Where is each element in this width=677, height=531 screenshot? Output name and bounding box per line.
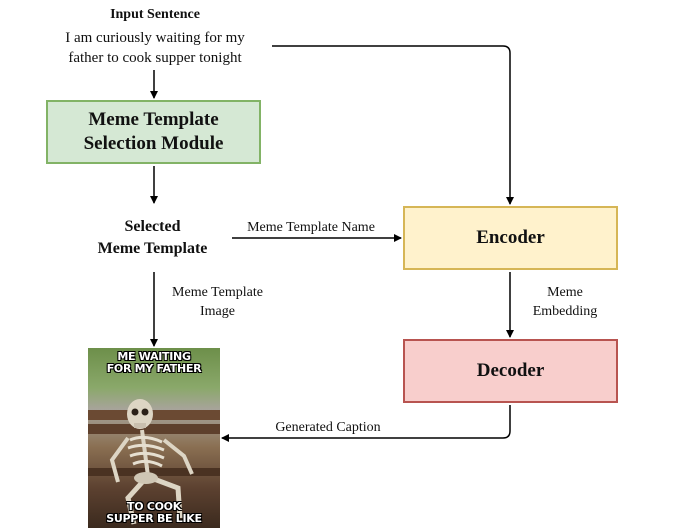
meme-caption-bottom: TO COOK SUPPER BE LIKE bbox=[88, 501, 220, 525]
decoder-box: Decoder bbox=[403, 339, 618, 403]
meme-image: ME WAITING FOR MY FATHER TO COOK SUPPER … bbox=[88, 348, 220, 528]
edge-label-meme-embedding: Meme Embedding bbox=[520, 283, 610, 321]
selected-meme-template: Selected Meme Template bbox=[75, 216, 230, 260]
edge-label-embedding-line-1: Meme bbox=[547, 285, 583, 300]
selection-module-label-line-2: Selection Module bbox=[83, 133, 224, 154]
input-sentence-line-2: father to cook supper tonight bbox=[68, 50, 242, 66]
meme-caption-bottom-line-2: SUPPER BE LIKE bbox=[106, 512, 202, 525]
meme-template-selection-module: Meme Template Selection Module bbox=[46, 100, 261, 164]
edge-label-generated-caption: Generated Caption bbox=[275, 420, 381, 435]
edge-label-template-image-line-2: Image bbox=[200, 304, 235, 319]
input-sentence-text: I am curiously waiting for my father to … bbox=[40, 28, 270, 68]
encoder-box: Encoder bbox=[403, 206, 618, 270]
selected-label-line-1: Selected bbox=[124, 218, 181, 235]
selection-module-label-line-1: Meme Template bbox=[88, 109, 219, 130]
decoder-label: Decoder bbox=[476, 360, 545, 381]
edge-label-template-image-line-1: Meme Template bbox=[172, 285, 263, 300]
encoder-label: Encoder bbox=[476, 227, 545, 248]
meme-caption-top: ME WAITING FOR MY FATHER bbox=[88, 351, 220, 375]
arrow-decoder-to-caption bbox=[221, 405, 511, 442]
meme-caption-top-line-1: ME WAITING bbox=[117, 350, 191, 363]
edge-label-embedding-line-2: Embedding bbox=[532, 304, 598, 319]
meme-caption-top-line-2: FOR MY FATHER bbox=[106, 362, 202, 375]
input-sentence-title: Input Sentence bbox=[110, 7, 200, 22]
input-sentence-line-1: I am curiously waiting for my bbox=[65, 30, 245, 46]
edge-label-template-name: Meme Template Name bbox=[247, 220, 375, 235]
edge-label-template-image: Meme Template Image bbox=[160, 283, 275, 321]
selected-label-line-2: Meme Template bbox=[97, 240, 208, 257]
meme-caption-bottom-line-1: TO COOK bbox=[127, 500, 181, 513]
waiting-skeleton-illustration bbox=[88, 399, 220, 525]
arrow-input-to-encoder bbox=[272, 45, 514, 205]
